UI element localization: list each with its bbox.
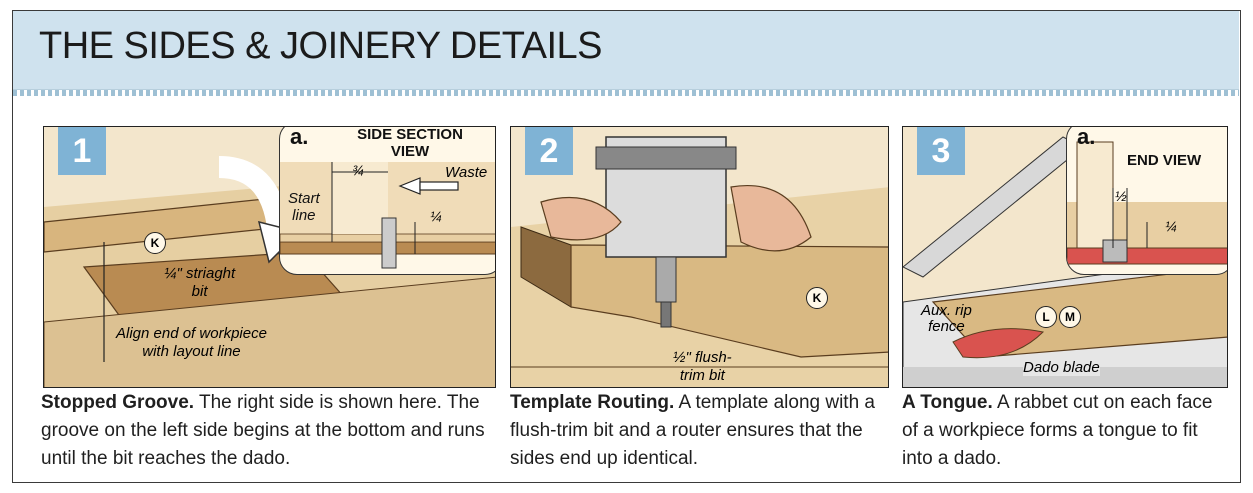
panel-template-routing: 2 K ½" flush- trim bit — [510, 126, 889, 388]
step-badge-1: 1 — [58, 127, 106, 175]
bit-label: ¼" striaght bit — [164, 265, 235, 301]
inset-side-section-view: a. SIDE SECTION VIEW Start line ¾ Waste … — [279, 126, 495, 275]
inset-label-a: a. — [290, 126, 309, 149]
inset-title-line2: VIEW — [390, 143, 430, 160]
step-badge-3: 3 — [917, 127, 965, 175]
inset-title-line1: SIDE SECTION — [357, 126, 463, 143]
dim-three-quarter: ¾ — [352, 162, 364, 178]
waste-label: Waste — [445, 164, 488, 181]
caption-template-routing: Template Routing. A template along with … — [510, 389, 890, 473]
part-k-marker: K — [144, 232, 166, 254]
step-badge-2: 2 — [525, 127, 573, 175]
caption-body-2: A template along with a flush-trim bit a… — [510, 392, 875, 469]
align-label: Align end of workpiece with layout line — [116, 325, 267, 361]
dim-quarter: ¼ — [430, 208, 442, 224]
article-frame: THE SIDES & JOINERY DETAILS 1 — [12, 10, 1241, 483]
aux-fence-label: Aux. rip fence — [921, 303, 972, 335]
panel-stopped-groove: 1 a. SIDE SECTION VIEW Start li — [43, 126, 496, 388]
dado-blade-label: Dado blade — [1023, 359, 1100, 376]
start-line-label-2: line — [292, 207, 316, 224]
dim-quarter-3: ¼ — [1165, 218, 1177, 234]
part-m-marker: M — [1059, 306, 1081, 328]
caption-title-3: A Tongue. — [902, 392, 993, 413]
align-label-1: Align end of workpiece — [116, 325, 267, 342]
aux-fence-label-2: fence — [928, 318, 965, 335]
caption-body-1: The right side is shown here. The groove… — [41, 392, 485, 469]
part-l-marker: L — [1035, 306, 1057, 328]
dim-half: ½ — [1115, 188, 1127, 204]
align-label-2: with layout line — [142, 343, 241, 360]
end-view-drawing — [1067, 141, 1227, 265]
caption-stopped-groove: Stopped Groove. The right side is shown … — [41, 389, 496, 473]
bit-label-1: ¼" striaght — [164, 265, 236, 282]
side-section-drawing — [280, 162, 495, 269]
inset-title-end-view: END VIEW — [1127, 152, 1202, 169]
start-line-label-1: Start — [288, 190, 320, 207]
inset-title: SIDE SECTION VIEW — [350, 126, 470, 160]
flush-trim-label: ½" flush- trim bit — [673, 349, 732, 385]
caption-tongue: A Tongue. A rabbet cut on each face of a… — [902, 389, 1232, 473]
caption-title-1: Stopped Groove. — [41, 392, 195, 413]
aux-fence-label-1: Aux. rip — [921, 302, 972, 319]
inset-end-view: a. END VIEW ½ ¼ — [1066, 126, 1227, 275]
panel-tongue: 3 a. END VIEW ½ ¼ Aux. rip fence L M Dad… — [902, 126, 1228, 388]
header-bar: THE SIDES & JOINERY DETAILS — [13, 11, 1239, 96]
inset-label-a-3: a. — [1077, 126, 1096, 149]
start-line-label: Start line — [288, 190, 320, 224]
flush-trim-label-2: trim bit — [679, 367, 725, 384]
page-title: THE SIDES & JOINERY DETAILS — [39, 25, 603, 67]
caption-title-2: Template Routing. — [510, 392, 675, 413]
bit-label-2: bit — [191, 283, 208, 300]
flush-trim-label-1: ½" flush- — [673, 349, 732, 366]
caption-body-3: A rabbet cut on each face of a workpiece… — [902, 392, 1213, 469]
illustration-router — [511, 127, 888, 387]
part-k-marker-2: K — [806, 287, 828, 309]
